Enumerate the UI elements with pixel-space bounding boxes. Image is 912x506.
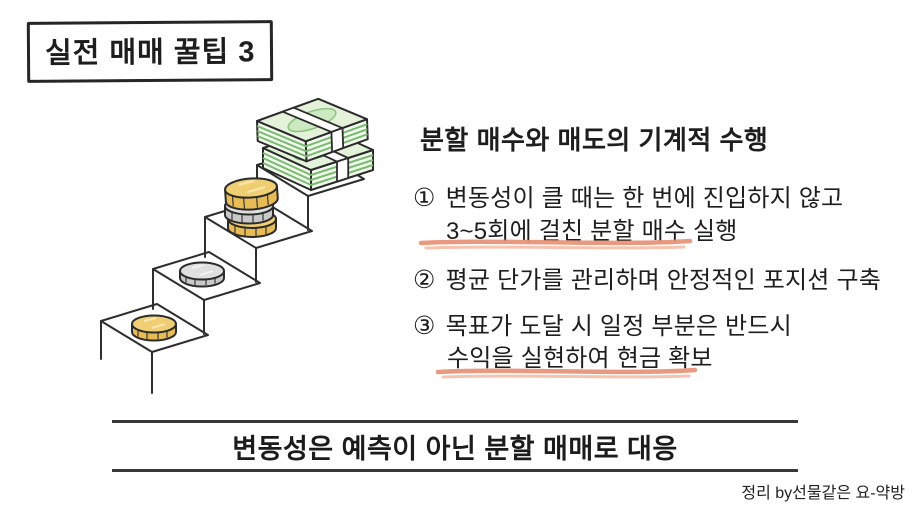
coin-stack xyxy=(224,177,279,238)
gold-coin xyxy=(131,314,177,342)
stairs-money-illustration xyxy=(100,96,374,394)
credit-text: 정리 by선물같은 요-약방 xyxy=(741,485,905,502)
tip-item-3-line-1: ③ 목표가 도달 시 일정 부분은 반드시 xyxy=(413,306,792,341)
stack-coin-gold-top xyxy=(224,177,279,211)
tip-text: 변동성이 클 때는 한 번에 진입하지 않고 xyxy=(445,185,844,212)
tip-item-1-line-2: 3~5회에 걸친 분할 매수 실행 xyxy=(446,211,738,246)
page-title: 실전 매매 꿀팁 3 xyxy=(44,36,256,70)
tip-number-3: ③ xyxy=(413,312,436,340)
tip-text-underlined: 수익을 실현하여 현금 확보 xyxy=(447,345,713,372)
tip-number-1: ① xyxy=(413,184,436,212)
tip-text: 평균 단가를 관리하며 안정적인 포지션 구축 xyxy=(445,267,882,294)
tip-text: 목표가 도달 시 일정 부분은 반드시 xyxy=(445,313,792,340)
summary-banner: 변동성은 예측이 아닌 분할 매매로 대응 xyxy=(112,420,798,472)
tip-item-1-line-1: ① 변동성이 클 때는 한 번에 진입하지 않고 xyxy=(413,178,843,213)
summary-banner-text: 변동성은 예측이 아닌 분할 매매로 대응 xyxy=(232,433,678,464)
tip-number-2: ② xyxy=(413,266,436,294)
tip-item-2-line-1: ② 평균 단가를 관리하며 안정적인 포지션 구축 xyxy=(413,260,881,295)
tip-text-underlined: 3~5회에 걸친 분할 매수 실행 xyxy=(446,218,738,245)
silver-coin xyxy=(179,261,225,288)
tips-heading: 분할 매수와 매도의 기계적 수행 xyxy=(420,125,769,155)
tip-item-3-line-2: 수익을 실현하여 현금 확보 xyxy=(447,338,713,373)
title-box: 실전 매매 꿀팁 3 xyxy=(26,20,274,83)
